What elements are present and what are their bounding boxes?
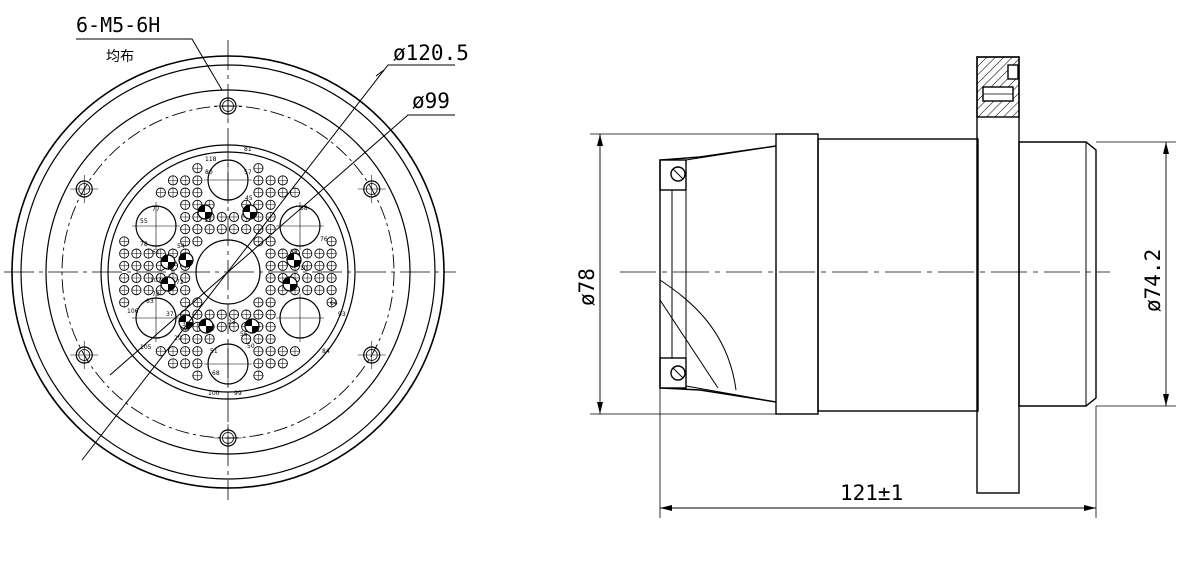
pin-label: 58 xyxy=(300,205,308,212)
keyed-contact-fill xyxy=(206,326,213,333)
keyed-contact-fill xyxy=(243,205,250,212)
pin-label: 54 xyxy=(177,243,185,250)
pin-label: 23 xyxy=(228,319,236,326)
pin-label: 107 xyxy=(150,277,162,284)
pin-label: 10 xyxy=(300,265,308,272)
dim-length-arrow-right xyxy=(1084,505,1096,511)
length-label: 121±1 xyxy=(840,481,903,505)
keyed-contact-fill xyxy=(205,212,212,219)
shell-cutaway-curve xyxy=(659,279,737,391)
keyed-contact-fill xyxy=(294,260,301,267)
keyed-contact-fill xyxy=(245,319,252,326)
thread-note: 均布 xyxy=(106,49,134,65)
front-view xyxy=(4,38,456,500)
pin-label: 50 xyxy=(247,343,255,350)
keyed-contact-fill xyxy=(161,277,168,284)
keyed-contact-fill xyxy=(168,262,175,269)
side-view xyxy=(590,56,1176,518)
pin-label: 106 xyxy=(127,308,139,315)
keyed-contact-fill xyxy=(199,319,206,326)
screw-bottom xyxy=(670,365,686,381)
keyed-contact-fill xyxy=(283,277,290,284)
center-bore xyxy=(195,239,261,305)
keyed-contact-fill xyxy=(290,284,297,291)
keyed-contact-fill xyxy=(252,326,259,333)
flange-section-outline xyxy=(976,56,1020,118)
pin-label: 64 xyxy=(330,300,338,307)
dim-length-arrow-left xyxy=(660,505,672,511)
keyed-contact-fill xyxy=(250,212,257,219)
large-contacts xyxy=(132,156,324,388)
screw-bottom-slot xyxy=(672,367,684,379)
tapered-shell-inner-top xyxy=(685,145,777,161)
right-dia-label: ø74.2 xyxy=(1141,249,1165,312)
pin-label: 80 xyxy=(205,169,213,176)
pin-label: 55 xyxy=(140,218,148,225)
screw-top xyxy=(670,166,686,182)
pin-label: 51 xyxy=(210,348,218,355)
pin-label: 29 xyxy=(174,335,182,342)
pin-label: 93 xyxy=(338,311,346,318)
right-barrel xyxy=(1018,141,1097,407)
pin-label: 118 xyxy=(205,156,217,163)
pin-label: 99 xyxy=(234,390,242,397)
pin-label: 33 xyxy=(290,249,298,256)
keyed-contact-fill xyxy=(198,205,205,212)
dim-left-arrow-top xyxy=(597,134,603,146)
pin-label: 57 xyxy=(244,169,252,176)
screw-top-slot xyxy=(672,168,684,180)
leader-arrow-tick xyxy=(375,69,385,77)
pin-label: 42 xyxy=(166,265,174,272)
main-body xyxy=(817,138,979,412)
outer-dia-label: ø120.5 xyxy=(393,41,469,65)
flange-plate xyxy=(976,56,1020,494)
bolt-circle-dia-label: ø99 xyxy=(412,89,450,113)
pin-label: 76 xyxy=(320,236,328,243)
pin-label: 37 xyxy=(166,311,174,318)
keyed-contacts xyxy=(160,204,302,334)
tapered-shell xyxy=(659,145,777,403)
shell-lip-top xyxy=(659,159,687,191)
pin-label: 45 xyxy=(245,195,253,202)
shell-cutaway-line xyxy=(659,299,719,389)
keyed-contact-fill xyxy=(179,253,186,260)
flange-slot xyxy=(1007,64,1019,80)
keyed-contact-fill xyxy=(161,255,168,262)
keyed-contact-fill xyxy=(186,260,193,267)
pin-label: 100 xyxy=(208,390,220,397)
bolt-dia-leader-line xyxy=(109,114,455,376)
keyed-contact-fill xyxy=(287,253,294,260)
shell-lip-bottom xyxy=(659,357,687,389)
keyed-contact-fill xyxy=(179,315,186,322)
keyed-contact-fill xyxy=(168,284,175,291)
thread-leader-line xyxy=(76,38,223,91)
pin-label: 81 xyxy=(244,146,252,153)
mounting-holes xyxy=(70,92,386,452)
pin-label: 63 xyxy=(146,298,154,305)
outer-dia-leader-line xyxy=(81,64,455,461)
tapered-shell-inner-bottom xyxy=(685,385,777,403)
pin-label: 78 xyxy=(140,241,148,248)
pin-number-labels: 118 81 80 57 77 45 55 13 58 78 76 61 54 33 42 10 107 72 79… xyxy=(127,146,346,397)
coupling-ring xyxy=(775,133,819,415)
thread-callout: 6-M5-6H xyxy=(76,13,160,37)
pin-label: 77 xyxy=(152,206,160,213)
dim-right-arrow-top xyxy=(1163,142,1169,154)
pin-label: 30 xyxy=(182,321,190,328)
dim-left-arrow-bottom xyxy=(597,402,603,414)
pin-label: 84 xyxy=(322,348,330,355)
pin-label: 105 xyxy=(140,344,152,351)
pin-label: 79 xyxy=(152,291,160,298)
pin-label: 68 xyxy=(212,370,220,377)
pin-label: 72 xyxy=(176,279,184,286)
left-dia-label: ø78 xyxy=(575,268,599,306)
pin-label: 13 xyxy=(204,217,212,224)
pin-label: 56 xyxy=(240,331,248,338)
dim-right-arrow-bottom xyxy=(1163,394,1169,406)
pin-label: 61 xyxy=(152,249,160,256)
